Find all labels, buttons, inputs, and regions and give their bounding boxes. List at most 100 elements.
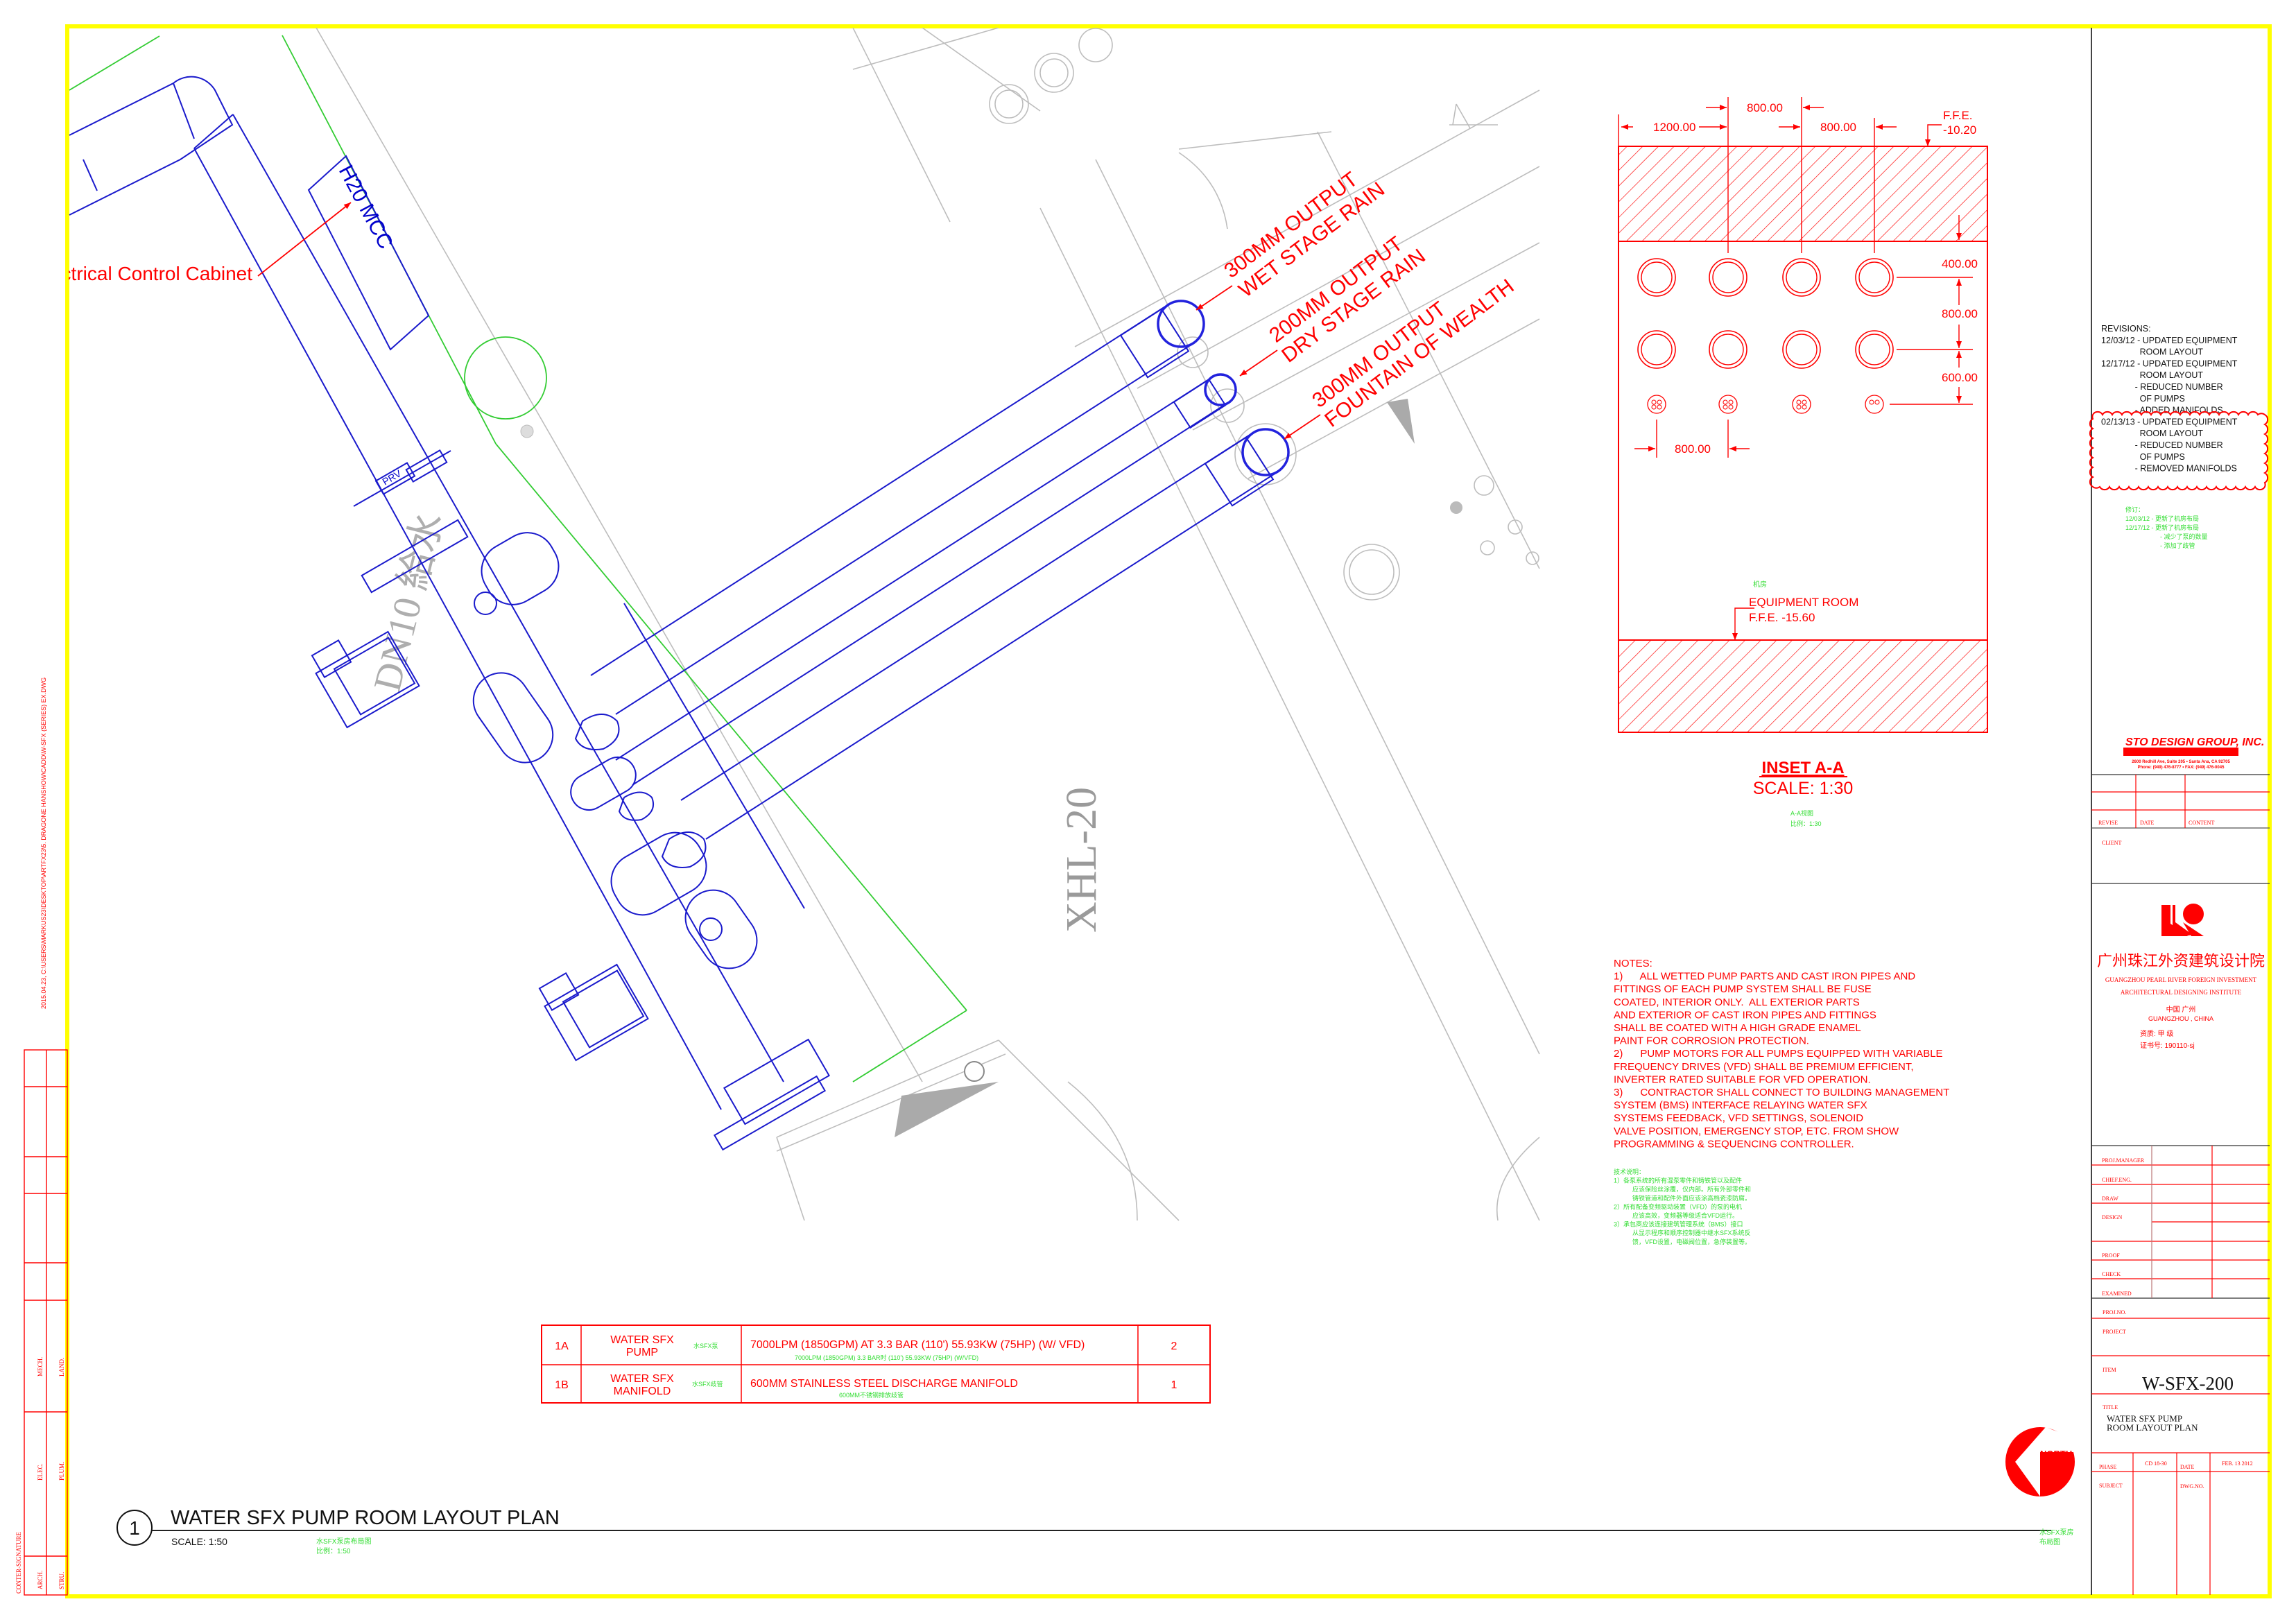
title-value-line1: WATER SFX PUMP	[2107, 1413, 2182, 1424]
room-ffe: F.F.E. -15.60	[1749, 611, 1815, 624]
sto-address: 2600 Redhill Ave, Suite 205 • Santa Ana,…	[2132, 760, 2230, 764]
revision-line: ROOM LAYOUT	[2101, 347, 2203, 357]
small-nozzle	[1865, 395, 1884, 414]
file-path-text: 2015.04.23, C:\USERS\MARKUS23\DESKTOP\AR…	[40, 678, 47, 1009]
note-line-cn: 3）承包商应该连接建筑管理系统（BMS）接口	[1614, 1220, 1743, 1228]
nozzle-circle	[1855, 330, 1894, 369]
note-line-cn: 铸铁管道和配件外面应该涂高档瓷漆防腐。	[1614, 1194, 1751, 1202]
nozzle-inner	[1786, 334, 1818, 365]
revision-line: ROOM LAYOUT	[2101, 429, 2203, 438]
small-nozzle	[1792, 395, 1811, 414]
countersign-label: MECH.	[37, 1357, 44, 1377]
revision-line-cn: 12/03/12 - 更新了机房布局	[2125, 515, 2199, 522]
inset-scale: SCALE: 1:30	[1753, 779, 1854, 798]
role-label: PROOF	[2102, 1252, 2120, 1259]
sto-phone: Phone: (949) 476-8777 • FAX: (949) 476-0…	[2138, 766, 2225, 770]
content-label: CONTENT	[2189, 820, 2214, 826]
project-label: PROJECT	[2103, 1329, 2126, 1335]
drawing-number-value: W-SFX-200	[2142, 1373, 2234, 1394]
inset-dimensions	[1618, 97, 1973, 640]
subject-label: SUBJECT	[2099, 1483, 2123, 1489]
drawing-scale: SCALE: 1:50	[171, 1536, 227, 1547]
countersign-label: LAND.	[58, 1358, 65, 1377]
note-line: FITTINGS OF EACH PUMP SYSTEM SHALL BE FU…	[1614, 983, 1872, 995]
revision-line-cn: - 减少了泵的数量	[2125, 533, 2208, 540]
revision-line: 12/17/12 - UPDATED EQUIPMENT	[2101, 359, 2238, 368]
revision-line-cn: - 添加了歧管	[2125, 542, 2195, 549]
institute-name-en: GUANGZHOU PEARL RIVER FOREIGN INVESTMENT	[2105, 976, 2257, 983]
dim-800-mid: 800.00	[1820, 121, 1856, 134]
equipment-schedule: 1A WATER SFX PUMP 水SFX泵 7000LPM (1850GPM…	[541, 1325, 1211, 1404]
pump-motor	[538, 963, 649, 1062]
note-line: VALVE POSITION, EMERGENCY STOP, ETC. FRO…	[1614, 1125, 1899, 1137]
client-label: CLIENT	[2102, 840, 2122, 846]
sto-logo: STO DESIGN GROUP, INC. 2600 Redhill Ave,…	[2123, 736, 2264, 770]
date-label: DATE	[2180, 1464, 2195, 1470]
nozzle-inner	[1712, 261, 1744, 293]
revision-line: 02/13/13 - UPDATED EQUIPMENT	[2101, 417, 2238, 426]
row-name: MANIFOLD	[614, 1386, 671, 1397]
outlet-circle	[1241, 428, 1290, 476]
countersign-label: ELEC.	[37, 1463, 44, 1481]
north-cn-1: 水SFX泵房	[2039, 1528, 2073, 1537]
drawing-title-text: WATER SFX PUMP ROOM LAYOUT PLAN	[171, 1507, 560, 1529]
note-line-cn: 应该保险丝涂覆，仅内部。所有外部零件和	[1614, 1185, 1751, 1193]
revision-line-cn: 12/17/12 - 更新了机房布局	[2125, 524, 2199, 531]
item-label: ITEM	[2103, 1367, 2116, 1373]
nozzle-grid	[1637, 258, 1894, 414]
discharge-pipe-wet-stage-rain	[590, 300, 1205, 715]
note-line: 1) ALL WETTED PUMP PARTS AND CAST IRON P…	[1614, 971, 1915, 983]
room-label-cn: 机房	[1753, 580, 1767, 589]
nozzle-inner	[1712, 334, 1744, 365]
nozzle-circle	[1709, 258, 1747, 297]
pump-motor	[311, 630, 420, 729]
row-tag: 1B	[555, 1379, 569, 1391]
drawing-scale-cn: 比例：1:50	[316, 1546, 351, 1555]
nozzle-inner	[1786, 261, 1818, 293]
row-name-cn: 水SFX歧管	[692, 1380, 723, 1388]
revision-line: ROOM LAYOUT	[2101, 370, 2203, 380]
pump-room-plan: XHL-20 DN10 給水 H20 MCC P	[69, 28, 1540, 1221]
title-block-grid	[2091, 774, 2270, 1595]
drawing-number: 1	[129, 1517, 140, 1539]
general-notes-cn: 技术说明：1）各泵系统的所有湿泵零件和铸铁管以及配件 应该保险丝涂覆，仅内部。所…	[1614, 1168, 1751, 1245]
dim-800-vert: 800.00	[1942, 307, 1978, 320]
revision-cloud	[2089, 411, 2269, 491]
revisions-list: REVISIONS:12/03/12 - UPDATED EQUIPMENT R…	[2101, 324, 2238, 474]
qualification-grade: 资质: 甲 级	[2140, 1030, 2173, 1038]
date-value: FEB. 13 2012	[2222, 1460, 2253, 1467]
role-label: CHIEF.ENG.	[2102, 1177, 2132, 1183]
room-label: EQUIPMENT ROOM	[1749, 596, 1858, 609]
mcc-label: H20 MCC	[334, 162, 397, 253]
nozzle-inner	[1858, 334, 1890, 365]
nozzle-circle	[1637, 330, 1676, 369]
nozzle-inner	[1641, 334, 1673, 365]
mcc-cabinet	[307, 155, 430, 351]
nozzle-inner	[1641, 261, 1673, 293]
note-line: PROGRAMMING & SEQUENCING CONTROLLER.	[1614, 1138, 1854, 1150]
phase-value: CD 18-30	[2145, 1460, 2167, 1467]
north-cn-2: 布局图	[2039, 1538, 2060, 1546]
sto-name: STO DESIGN GROUP, INC.	[2125, 736, 2264, 748]
row-description-cn: 600MM不锈钢排放歧管	[839, 1391, 904, 1399]
dim-800-top: 800.00	[1747, 101, 1783, 114]
role-label: CHECK	[2102, 1271, 2121, 1277]
nozzle-circle	[1709, 330, 1747, 369]
row-name-cn: 水SFX泵	[693, 1342, 718, 1349]
drawing-title: 1 WATER SFX PUMP ROOM LAYOUT PLAN SCALE:…	[116, 1507, 2051, 1555]
note-line-cn: 从显示程序和顺序控制器中继水SFX系统反	[1614, 1229, 1751, 1236]
row-description-cn: 7000LPM (1850GPM) 3.3 BAR时 (110') 55.93K…	[795, 1354, 978, 1361]
gray-label-xhl: XHL-20	[1058, 787, 1105, 933]
revision-line: - REDUCED NUMBER	[2101, 382, 2223, 392]
small-nozzle	[1647, 395, 1666, 414]
nozzle-circle	[1855, 258, 1894, 297]
dim-600: 600.00	[1942, 371, 1978, 384]
institute-name-en-2: ARCHITECTURAL DESIGNING INSTITUTE	[2121, 989, 2242, 996]
role-label: DESIGN	[2102, 1214, 2123, 1220]
note-line-cn: 1）各泵系统的所有湿泵零件和铸铁管以及配件	[1614, 1177, 1742, 1184]
note-line: INVERTER RATED SUITABLE FOR VFD OPERATIO…	[1614, 1073, 1871, 1085]
revision-line-cn: 修订：	[2125, 506, 2144, 513]
drawing-title-cn: 水SFX泵房布局图	[316, 1537, 371, 1546]
nozzle-circle	[1782, 258, 1821, 297]
revision-line: OF PUMPS	[2101, 452, 2185, 462]
